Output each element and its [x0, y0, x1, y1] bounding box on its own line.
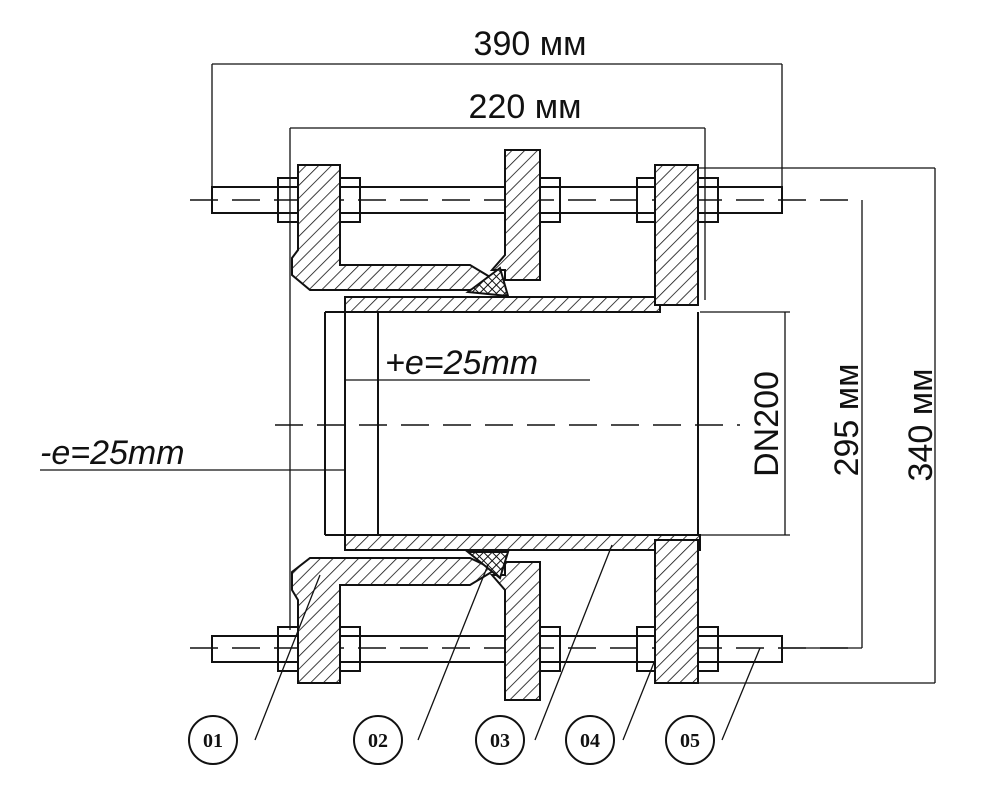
left-flange-adaptor: [291, 164, 498, 684]
svg-text:04: 04: [580, 730, 600, 752]
callout-05: 05: [665, 647, 761, 765]
svg-text:05: 05: [680, 730, 700, 752]
svg-text:02: 02: [368, 730, 388, 752]
dimension-340: 340 мм: [698, 167, 940, 684]
callout-01: 01: [188, 574, 321, 765]
eccentricity-minus-label: -e=25mm: [40, 434, 185, 472]
callout-03: 03: [475, 544, 613, 765]
seal-rings: [465, 266, 510, 580]
svg-text:03: 03: [490, 730, 510, 752]
dimension-295-label: 295 мм: [828, 364, 866, 477]
eccentricity-minus: -e=25mm: [40, 434, 345, 472]
svg-text:01: 01: [203, 730, 223, 752]
eccentricity-plus-label: +e=25mm: [385, 344, 538, 382]
dimension-340-label: 340 мм: [902, 369, 940, 482]
dimension-dn200: DN200: [700, 311, 790, 536]
callout-02: 02: [353, 564, 489, 765]
dimension-390: 390 мм: [211, 25, 783, 200]
pipe-body: [275, 311, 740, 536]
dimension-390-label: 390 мм: [474, 25, 587, 63]
dimension-220: 220 мм: [289, 88, 706, 630]
gland-flange: [489, 149, 541, 701]
callout-04: 04: [565, 659, 656, 765]
eccentricity-plus: +e=25mm: [345, 344, 590, 382]
dimension-220-label: 220 мм: [469, 88, 582, 126]
dimension-dn200-label: DN200: [748, 371, 786, 477]
dimension-295: 295 мм: [782, 200, 866, 649]
